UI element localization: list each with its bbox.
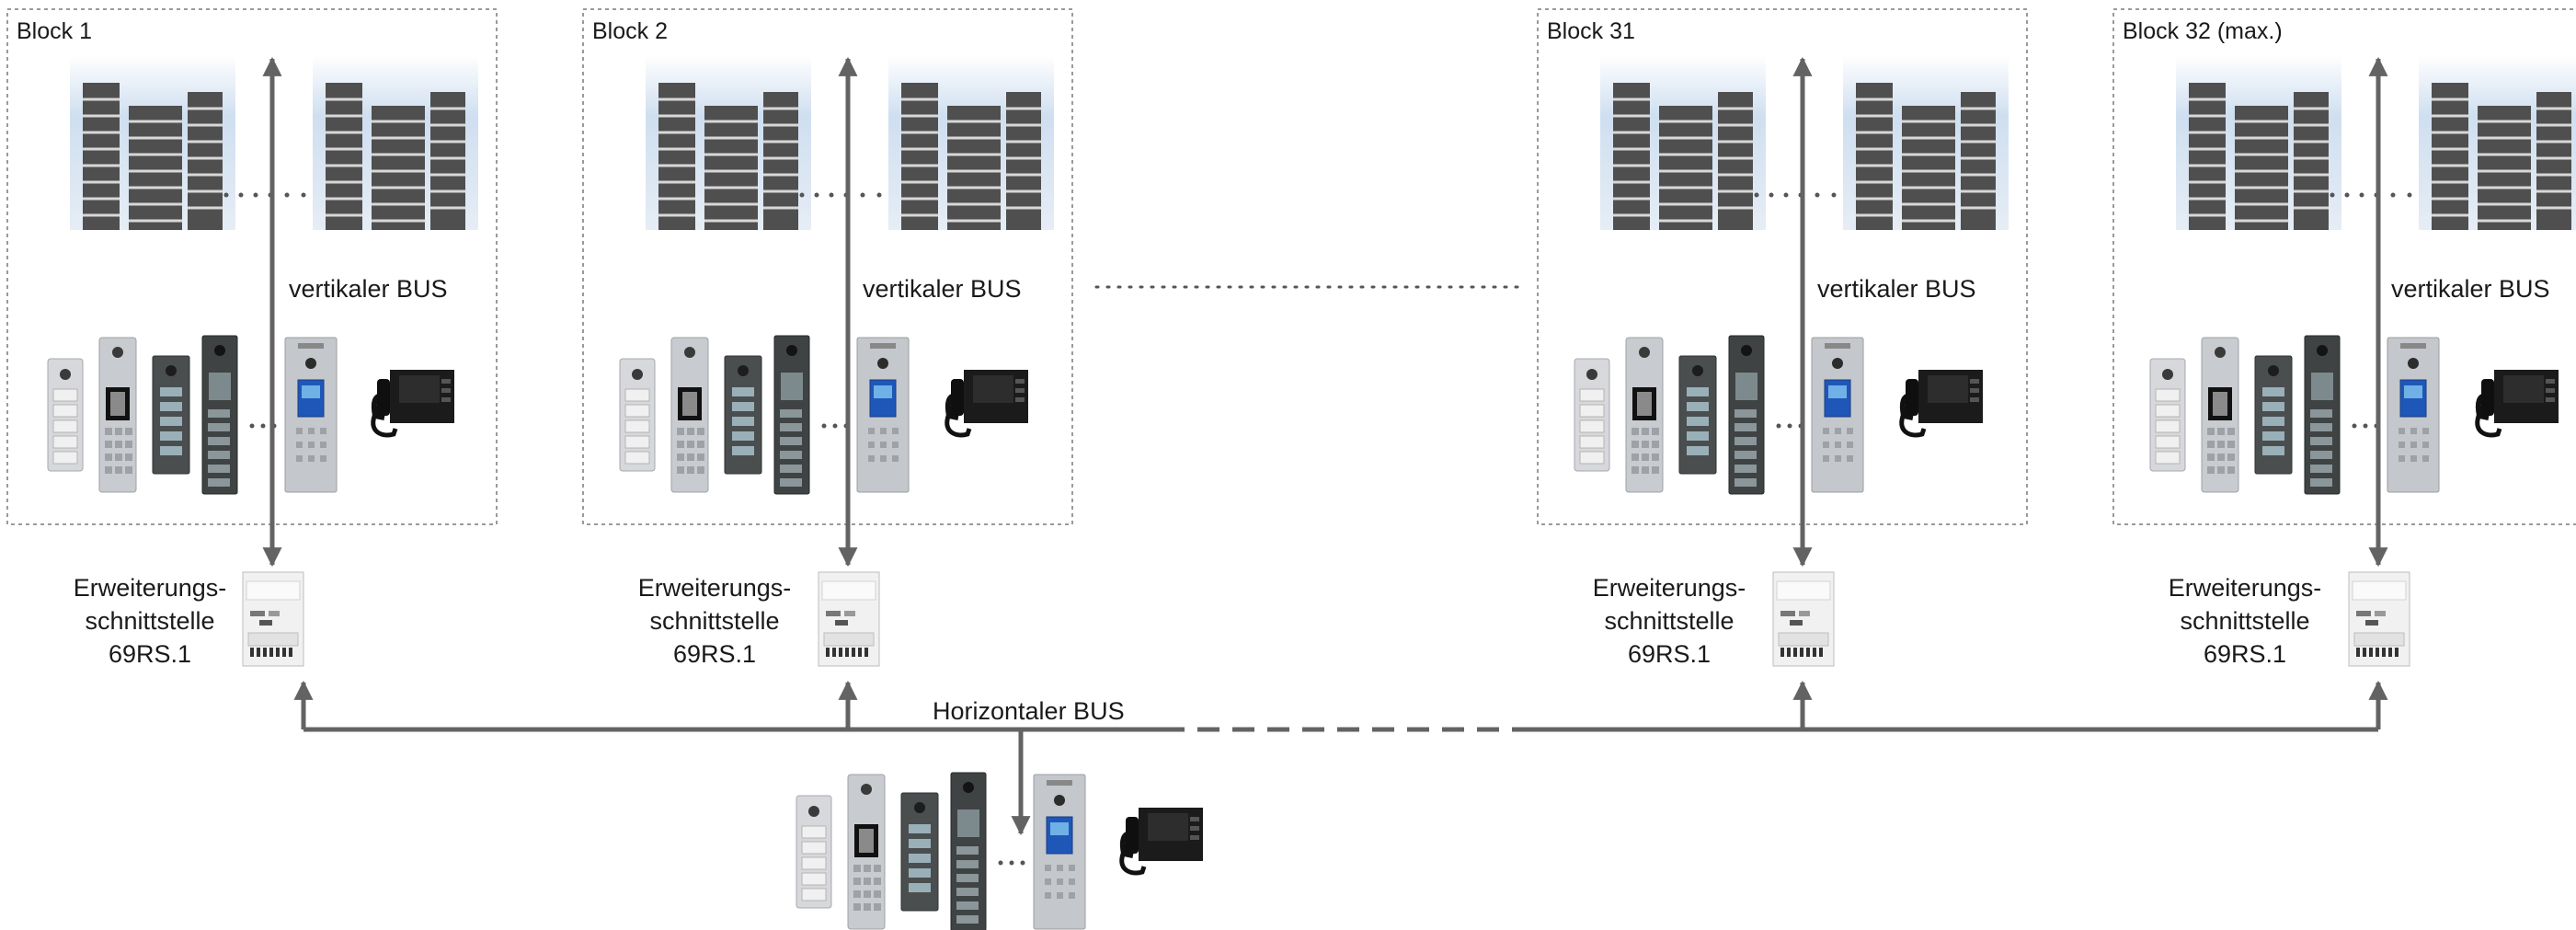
- video-phone-icon: [947, 370, 1028, 435]
- interface-label-model: 69RS.1: [2204, 640, 2286, 668]
- block-frame: [1537, 8, 2028, 525]
- interface-label-line1: Erweiterungs-: [638, 574, 792, 602]
- door-entry-panel-icon: [47, 335, 338, 495]
- block-frame: [6, 8, 498, 525]
- interface-31: Erweiterungs- schnittstelle 69RS.1: [1593, 571, 1835, 668]
- building-icon: [644, 53, 813, 232]
- din-rail-module-icon: [1772, 571, 1835, 667]
- interface-label-line2: schnittstelle: [1604, 607, 1734, 635]
- interface-label-line2: schnittstelle: [2180, 607, 2309, 635]
- interface-label-line1: Erweiterungs-: [74, 574, 227, 602]
- ellipsis-dots: [1754, 192, 1837, 198]
- vertical-bus-label: vertikaler BUS: [1817, 275, 1976, 303]
- interface-label-line2: schnittstelle: [649, 607, 779, 635]
- interface-1: Erweiterungs- schnittstelle 69RS.1: [74, 571, 304, 668]
- block-title: Block 1: [17, 18, 92, 44]
- interface-label-line2: schnittstelle: [85, 607, 214, 635]
- interface-label-model: 69RS.1: [1628, 640, 1711, 668]
- building-icon: [311, 53, 480, 232]
- horizontal-bus: [293, 680, 2388, 836]
- block-title: Block 2: [592, 18, 668, 44]
- vertical-bus-label: vertikaler BUS: [2391, 275, 2550, 303]
- video-phone-icon: [373, 370, 454, 435]
- block-title: Block 32 (max.): [2123, 18, 2283, 44]
- block-title: Block 31: [1547, 18, 1635, 44]
- video-phone-icon: [2478, 370, 2559, 435]
- vertical-bus-label: vertikaler BUS: [863, 275, 1022, 303]
- din-rail-module-icon: [2348, 571, 2410, 667]
- video-phone-icon: [1902, 370, 1983, 435]
- main-entrance-devices: [796, 772, 1203, 930]
- ellipsis-dots: [2330, 192, 2412, 198]
- ellipsis-dots: [223, 192, 306, 198]
- vertical-bus-label: vertikaler BUS: [289, 275, 448, 303]
- door-entry-panel-icon: [1574, 335, 1864, 495]
- building-icon: [887, 53, 1056, 232]
- block-frame: [2112, 8, 2576, 525]
- block-2: Block 2 vertikaler BUS: [582, 8, 1073, 525]
- ellipsis-dots: [799, 192, 882, 198]
- din-rail-module-icon: [242, 571, 304, 667]
- block-1: Block 1 vertikaler BUS: [6, 8, 498, 525]
- building-icon: [1841, 53, 2010, 232]
- interface-32: Erweiterungs- schnittstelle 69RS.1: [2169, 571, 2410, 668]
- interface-label-model: 69RS.1: [673, 640, 756, 668]
- vertical-bus-lines: [262, 56, 2388, 568]
- door-entry-panel-icon: [2149, 335, 2440, 495]
- block-32: Block 32 (max.) vertikaler BUS: [2112, 8, 2576, 525]
- block-frame: [582, 8, 1073, 525]
- din-rail-module-icon: [818, 571, 880, 667]
- building-icon: [68, 53, 237, 232]
- interface-label-line1: Erweiterungs-: [2169, 574, 2322, 602]
- interface-label-model: 69RS.1: [109, 640, 191, 668]
- building-icon: [1598, 53, 1768, 232]
- building-icon: [2417, 53, 2576, 232]
- block-31: Block 31 vertikaler BUS: [1537, 8, 2028, 525]
- building-icon: [2174, 53, 2343, 232]
- horizontal-bus-label: Horizontaler BUS: [933, 697, 1125, 725]
- video-phone-icon: [1122, 808, 1203, 873]
- interface-2: Erweiterungs- schnittstelle 69RS.1: [638, 571, 880, 668]
- interface-label-line1: Erweiterungs-: [1593, 574, 1746, 602]
- door-entry-panel-icon: [619, 335, 910, 495]
- door-entry-panel-icon: [796, 772, 1086, 930]
